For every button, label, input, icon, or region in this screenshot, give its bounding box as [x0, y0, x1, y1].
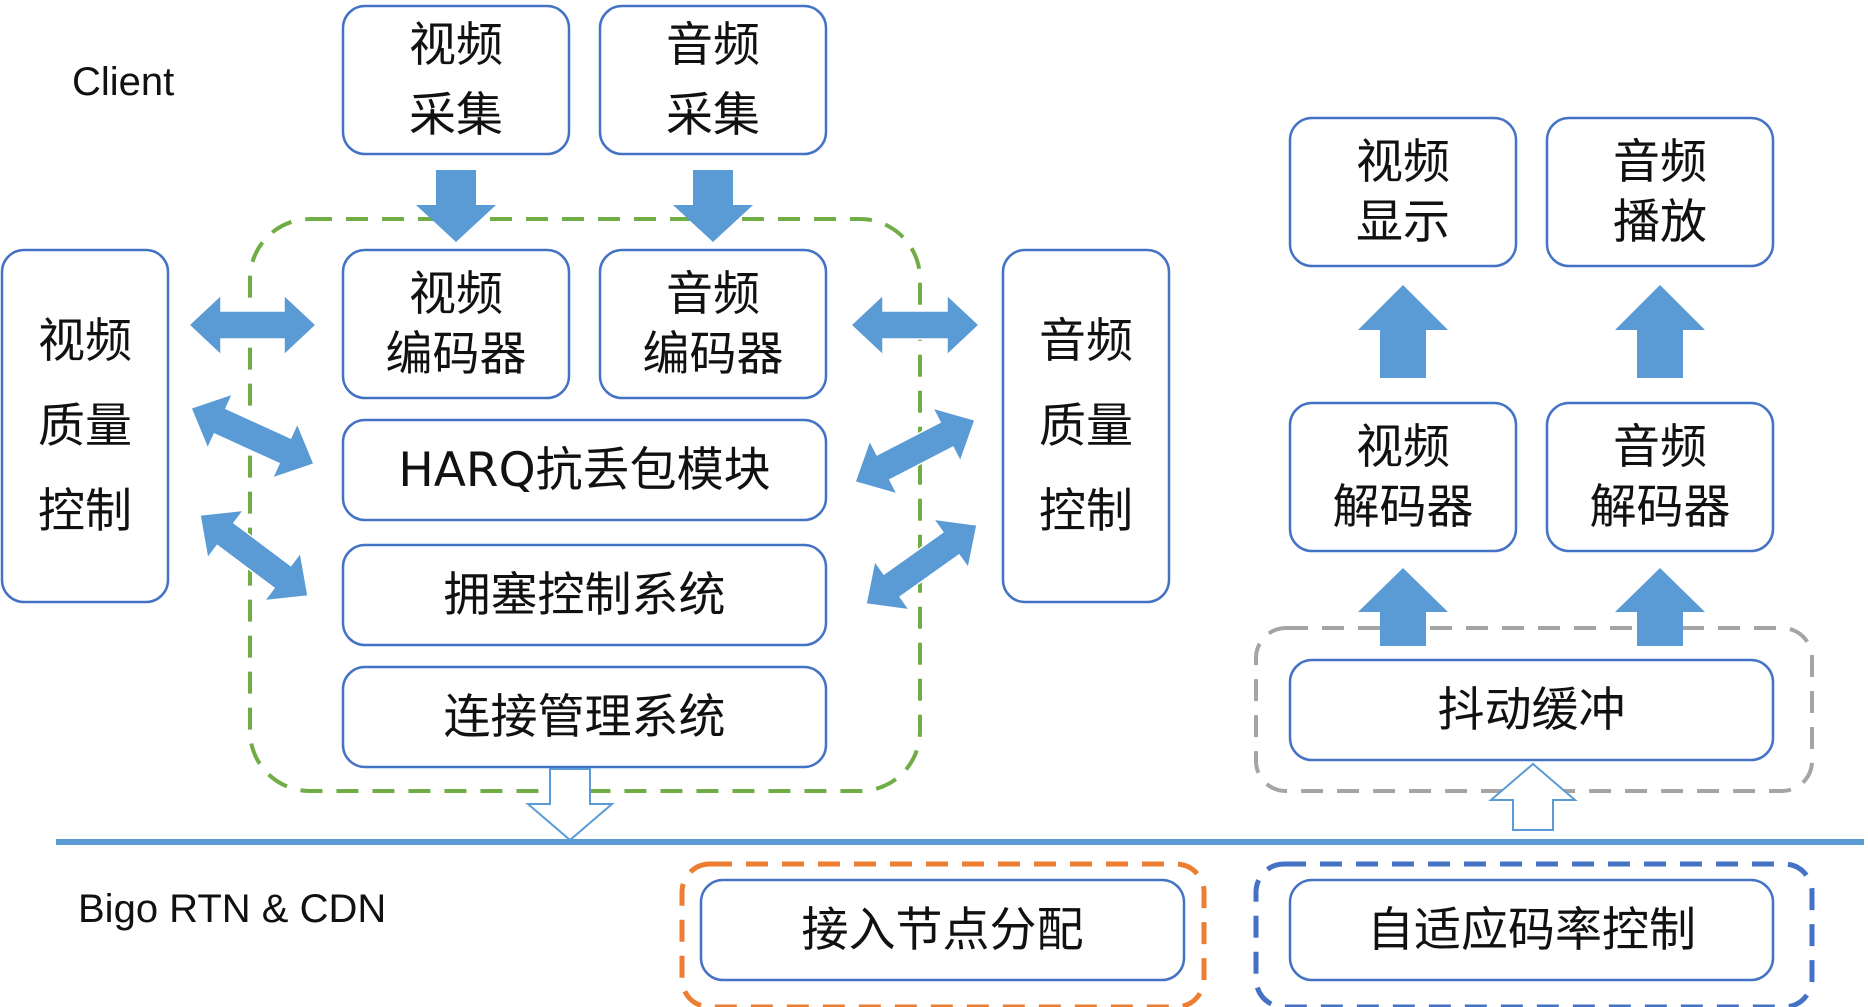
box-text-line: 视频 — [409, 267, 503, 322]
box-text-line: 音频 — [666, 18, 760, 73]
box-text-line: 音频 — [1613, 135, 1707, 190]
box-text-line: 编码器 — [643, 327, 784, 382]
box-frame — [1001, 248, 1171, 604]
adaptive-bitrate-box: 自适应码率控制 — [1288, 878, 1775, 982]
box-text-line: 质量 — [1039, 399, 1133, 454]
audio-capture-down-arrow — [673, 170, 753, 242]
box-frame — [699, 878, 1186, 982]
congestion-control-box: 拥塞控制系统 — [341, 543, 828, 647]
box-text-line: 显示 — [1356, 195, 1450, 250]
box-text-line: 解码器 — [1333, 480, 1474, 535]
video-congestion-double-arrow — [199, 509, 309, 602]
box-frame — [1288, 401, 1518, 553]
network-label: Bigo RTN & CDN — [78, 887, 386, 931]
double-arrow-shape — [190, 392, 315, 480]
double-arrow-shape — [849, 293, 981, 357]
box-frame — [0, 248, 170, 604]
box-text-line: 控制 — [38, 484, 132, 539]
access-group-outline — [679, 861, 1207, 1007]
box-text-line: 控制 — [1039, 484, 1133, 539]
box-frame — [1288, 116, 1518, 268]
video-capture-down-arrow — [416, 170, 496, 242]
video-harq-double-arrow — [190, 392, 315, 480]
box-text-line: 连接管理系统 — [444, 690, 726, 745]
box-text-line: 解码器 — [1590, 480, 1731, 535]
harq-box: HARQ抗丢包模块 — [341, 418, 828, 522]
connection-management-box: 连接管理系统 — [341, 665, 828, 769]
video-display-up-arrow — [1358, 285, 1448, 378]
audio-harq-double-arrow — [854, 406, 976, 496]
box-frame — [1545, 116, 1775, 268]
video-jitter-up-arrow — [1358, 568, 1448, 646]
box-frame — [341, 248, 571, 400]
double-arrow-shape — [865, 518, 978, 611]
audio-jitter-up-arrow — [1615, 568, 1705, 646]
bitrate-group-outline — [1253, 861, 1815, 1007]
box-frame — [341, 418, 828, 522]
double-arrow-shape — [187, 293, 318, 357]
box-text-line: 质量 — [38, 399, 132, 454]
box-text-line: 编码器 — [386, 327, 527, 382]
box-frame — [341, 665, 828, 769]
box-text-line: 视频 — [38, 314, 132, 369]
box-frame — [1545, 401, 1775, 553]
box-text-line: 采集 — [666, 88, 760, 143]
box-frame — [598, 248, 828, 400]
audio-encoder-double-arrow — [849, 293, 981, 357]
video-encoder-double-arrow — [187, 293, 318, 357]
box-text-line: 拥塞控制系统 — [444, 568, 726, 623]
box-text-line: 自适应码率控制 — [1367, 903, 1696, 958]
box-text-line: 接入节点分配 — [802, 903, 1084, 958]
box-frame — [341, 4, 571, 156]
box-text-line: HARQ抗丢包模块 — [398, 443, 770, 498]
jitter-buffer-box: 抖动缓冲 — [1288, 658, 1775, 762]
audio-congestion-double-arrow — [865, 518, 978, 611]
box-text-line: 音频 — [1613, 420, 1707, 475]
box-text-line: 视频 — [1356, 420, 1450, 475]
uplink-hollow-arrow — [525, 768, 615, 842]
double-arrow-shape — [199, 509, 309, 602]
box-frame — [341, 543, 828, 647]
audio-play-up-arrow — [1615, 285, 1705, 378]
access-node-box: 接入节点分配 — [699, 878, 1186, 982]
box-text-line: 音频 — [666, 267, 760, 322]
box-frame — [1288, 878, 1775, 982]
box-text-line: 播放 — [1613, 195, 1707, 250]
box-text-line: 视频 — [1356, 135, 1450, 190]
box-text-line: 抖动缓冲 — [1438, 683, 1626, 738]
client-label: Client — [72, 60, 174, 104]
box-text-line: 视频 — [409, 18, 503, 73]
box-frame — [1288, 658, 1775, 762]
box-frame — [598, 4, 828, 156]
box-text-line: 音频 — [1039, 314, 1133, 369]
double-arrow-shape — [854, 406, 976, 496]
encoder-group-outline — [248, 217, 922, 793]
downlink-hollow-arrow — [1488, 762, 1578, 831]
box-text-line: 采集 — [409, 88, 503, 143]
